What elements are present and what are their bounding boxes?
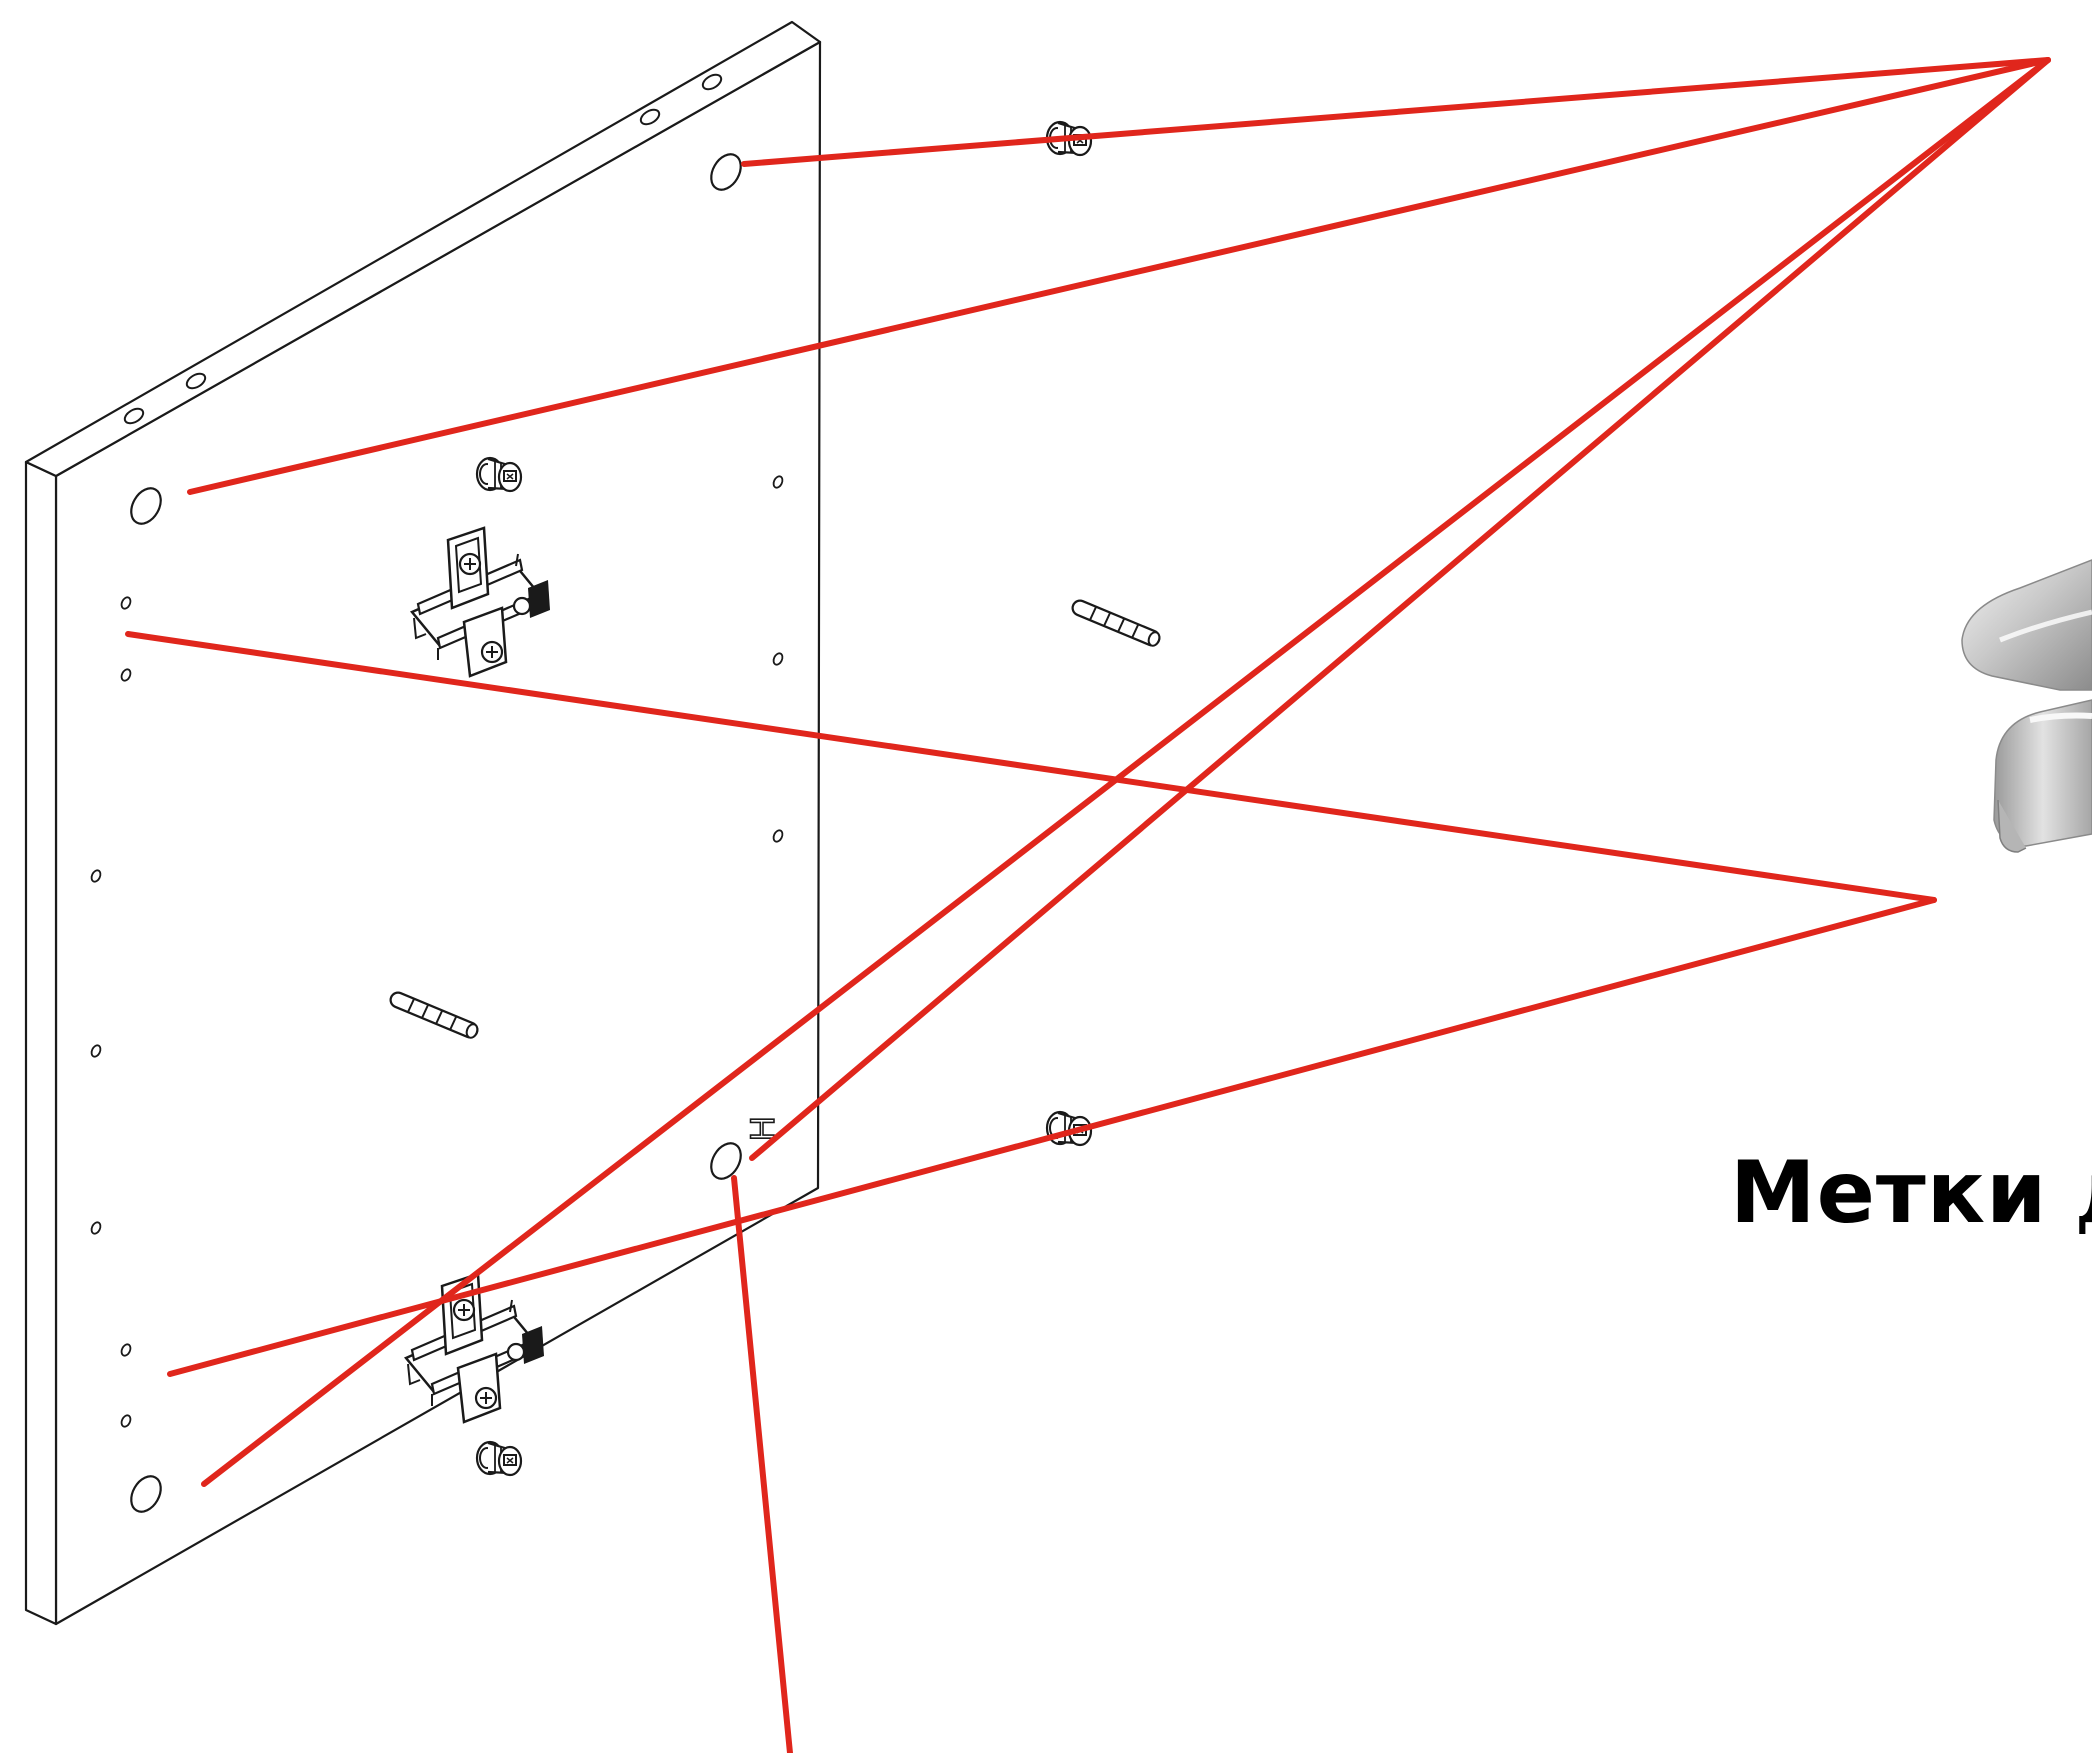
dowel-holes (90, 475, 784, 1428)
top-edge-holes (123, 73, 723, 425)
cam-connector-icon (475, 1440, 523, 1477)
wooden-dowel-icon (1080, 607, 1161, 647)
caption-bold: Метки (1730, 1143, 2048, 1243)
caption-rest: д (2047, 1143, 2092, 1243)
cabinet-panel (24, 20, 822, 1626)
cam-connector-icon (475, 456, 523, 493)
hinge-photo-icon (1961, 559, 2092, 853)
cam-holes (130, 153, 742, 1513)
caption-heading: Метки д (1730, 1150, 2092, 1236)
pointer-lines (125, 57, 2051, 1753)
